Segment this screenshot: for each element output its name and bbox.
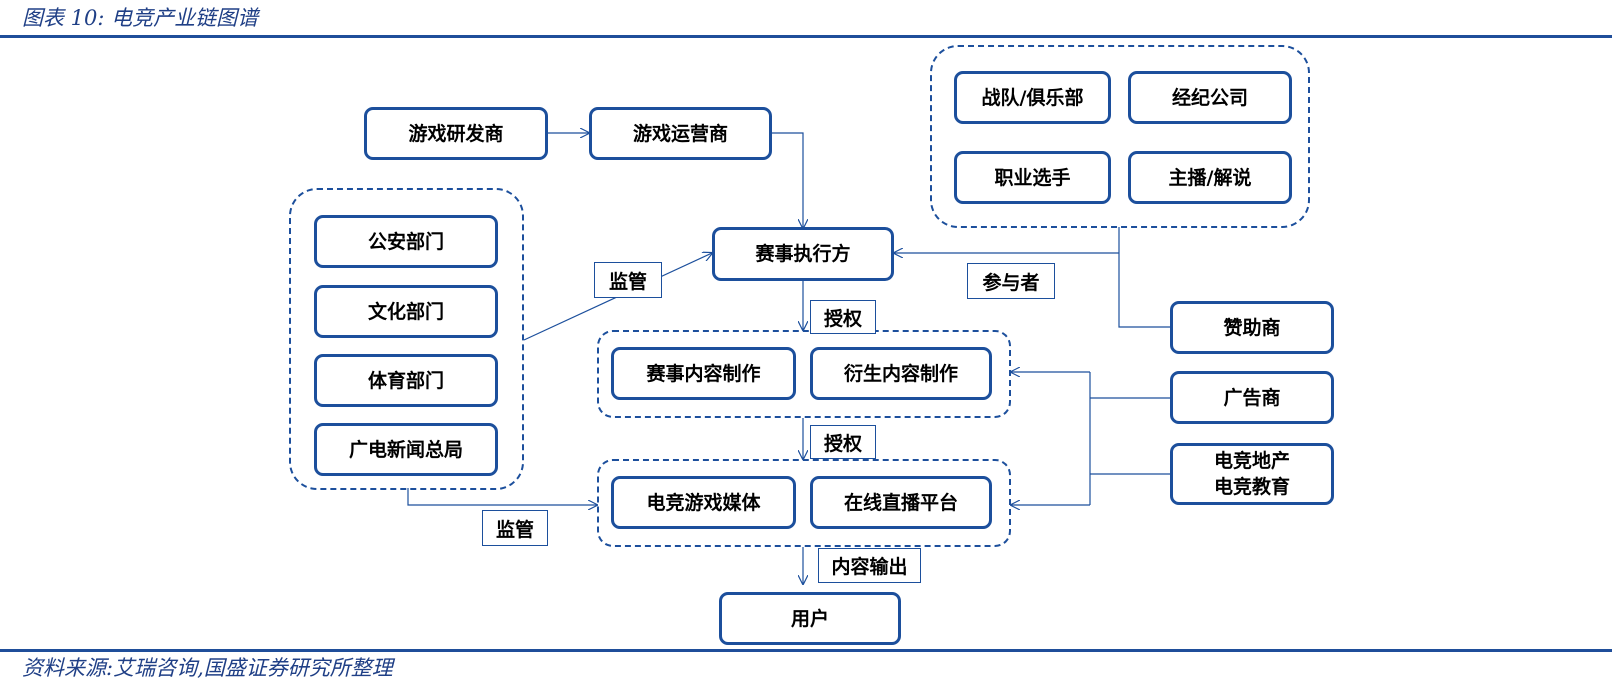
broadcast-admin-node: 广电新闻总局: [314, 423, 498, 476]
bottom-rule: [0, 649, 1612, 652]
authorize-label-1: 授权: [810, 300, 876, 334]
user-node: 用户: [719, 592, 901, 645]
host-commentator-node: 主播/解说: [1128, 151, 1292, 204]
regulators-to-distribution-line: [407, 488, 597, 505]
esports-media-node: 电竞游戏媒体: [611, 476, 796, 529]
police-dept-node: 公安部门: [314, 215, 498, 268]
event-organizer-node: 赛事执行方: [712, 227, 894, 281]
sports-dept-node: 体育部门: [314, 354, 498, 407]
sponsor-link-line: [1118, 227, 1170, 328]
event-content-node: 赛事内容制作: [611, 347, 796, 400]
operator-to-organizer-line: [772, 132, 803, 228]
source-note: 资料来源:艾瑞咨询,国盛证券研究所整理: [22, 656, 393, 680]
realestate-education-node: 电竞地产 电竞教育: [1170, 443, 1334, 505]
authorize-label-2: 授权: [810, 425, 876, 459]
content-production-group: [597, 330, 1011, 418]
supervise-label-bottom: 监管: [482, 510, 548, 546]
supervise-label-top: 监管: [594, 262, 662, 298]
agency-node: 经纪公司: [1128, 71, 1292, 124]
content-output-label: 内容输出: [818, 548, 921, 583]
participants-label: 参与者: [967, 263, 1055, 299]
game-operator-node: 游戏运营商: [589, 107, 772, 160]
participants-group: [930, 45, 1310, 228]
game-developer-node: 游戏研发商: [364, 107, 548, 160]
pro-player-node: 职业选手: [954, 151, 1111, 204]
content-distribution-group: [597, 459, 1011, 547]
figure-caption: 图表 10: 电竞产业链图谱: [22, 6, 259, 30]
live-platform-node: 在线直播平台: [810, 476, 992, 529]
sponsor-node: 赞助商: [1170, 301, 1334, 354]
culture-dept-node: 文化部门: [314, 285, 498, 338]
derivative-content-node: 衍生内容制作: [810, 347, 992, 400]
top-rule: [0, 35, 1612, 38]
regulators-group: [289, 188, 524, 490]
team-club-node: 战队/俱乐部: [954, 71, 1111, 124]
advertiser-node: 广告商: [1170, 371, 1334, 424]
